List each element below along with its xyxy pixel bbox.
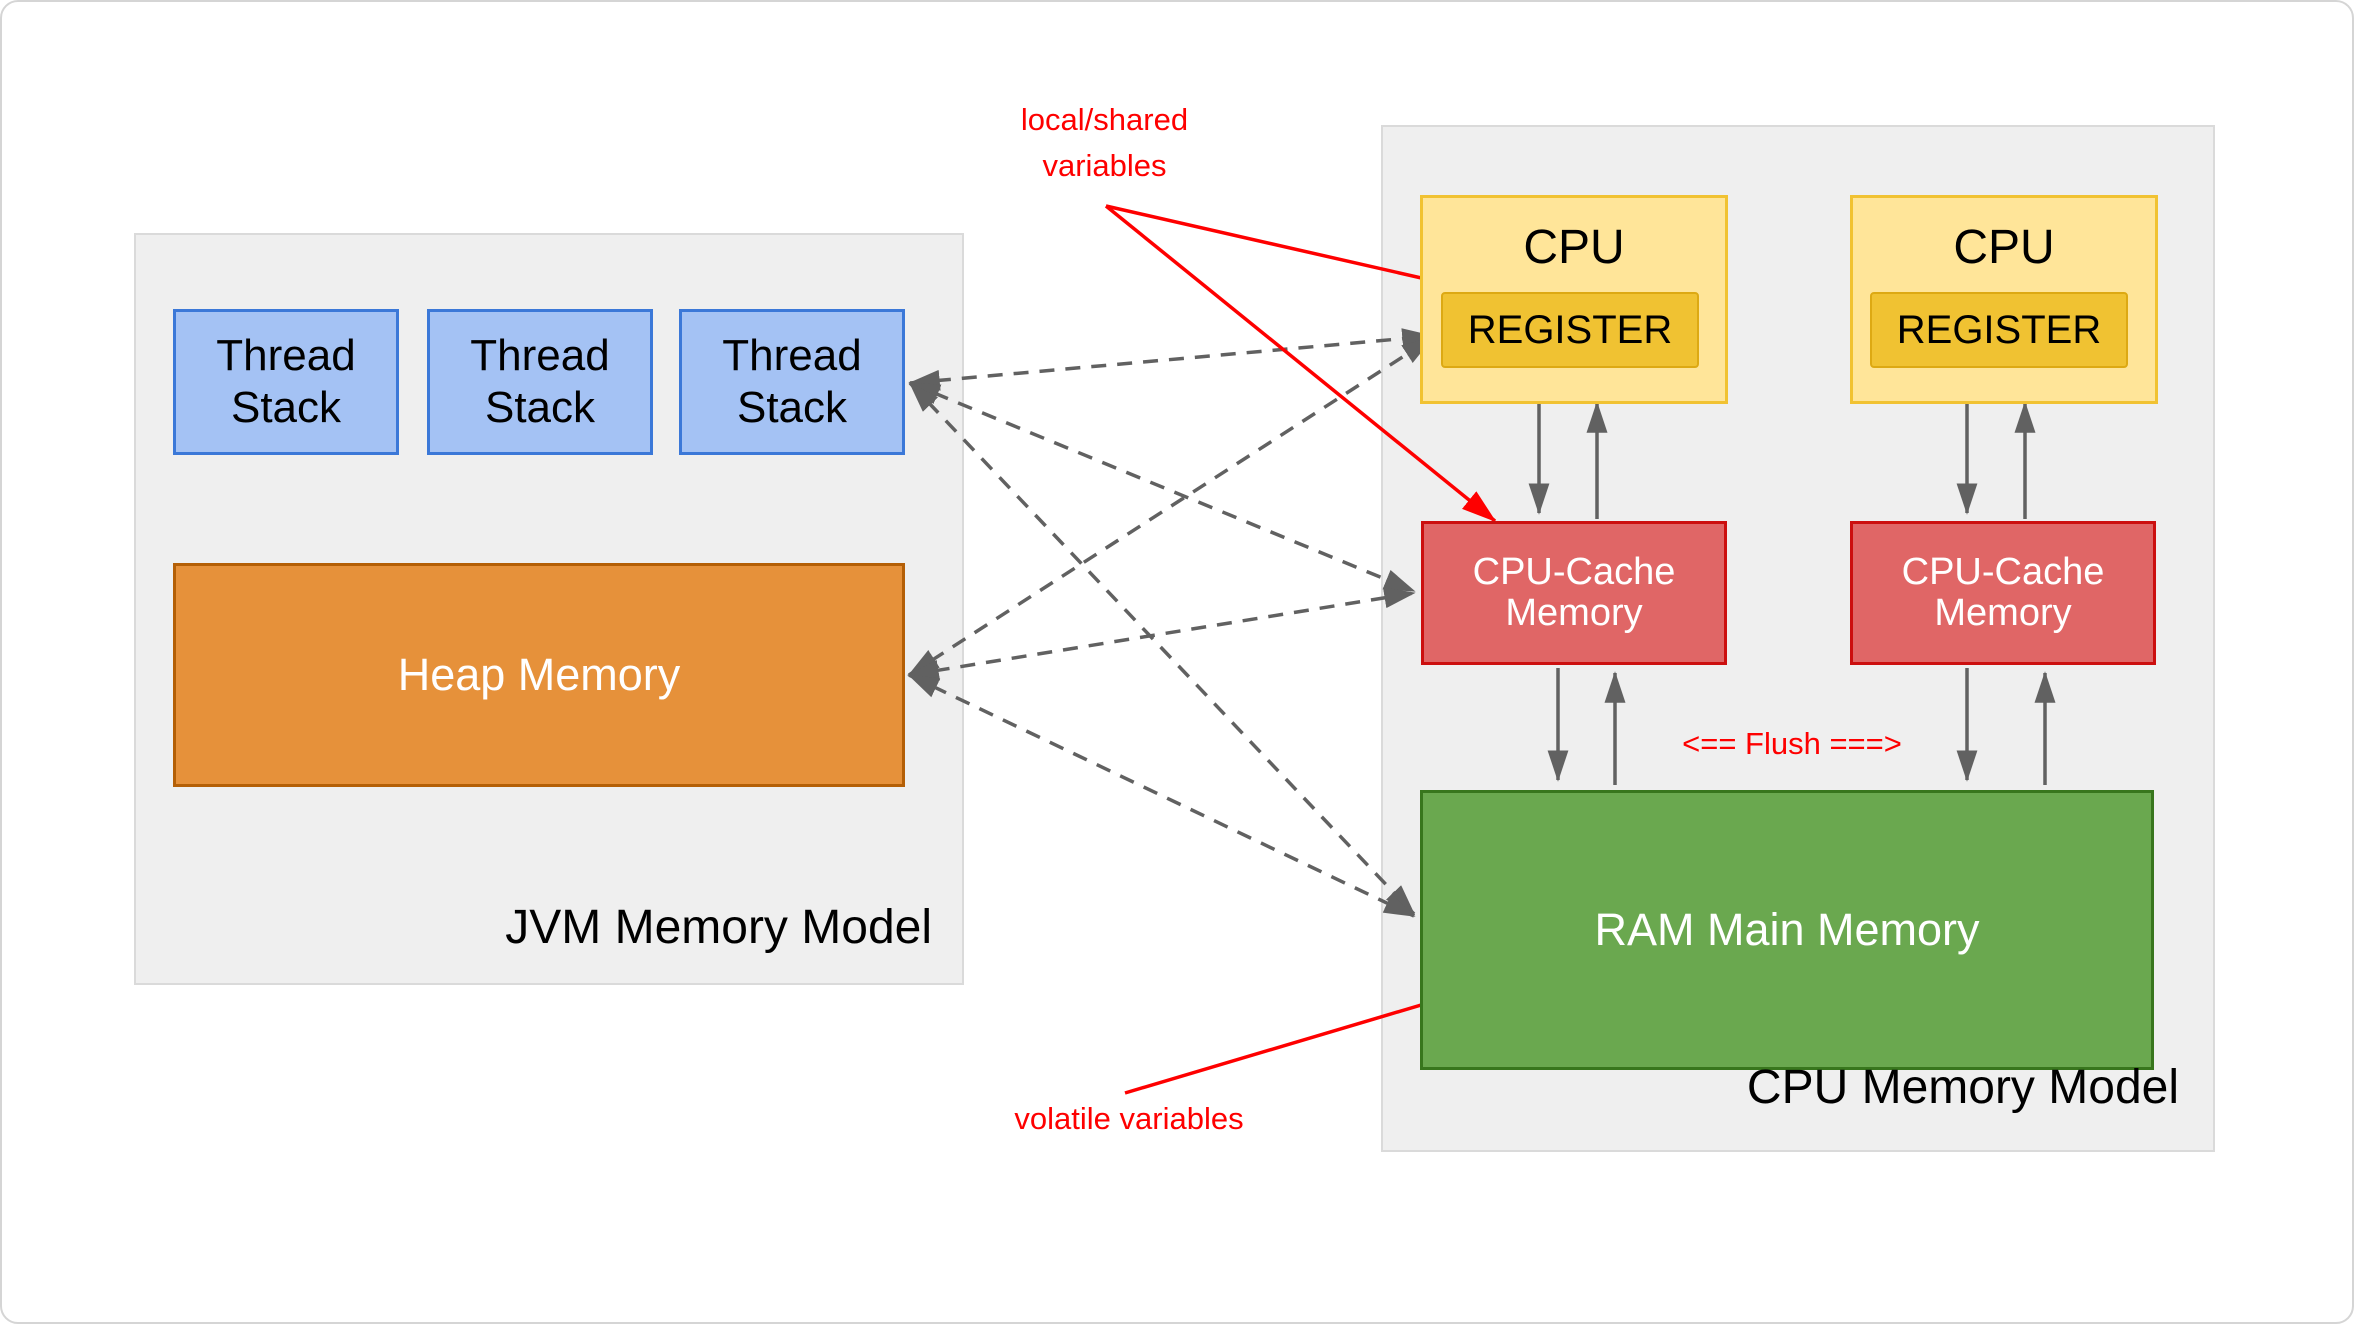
thread-stack-box-2: Thread Stack [427,309,653,455]
ram-main-memory-box: RAM Main Memory [1420,790,2154,1070]
thread-stack-box-1: Thread Stack [173,309,399,455]
cpu-panel-title: CPU Memory Model [1746,1061,2179,1114]
dashed-connector-threadstack-register [908,328,1434,391]
flush-label: <== Flush ===> [1682,726,1902,761]
volatile-variables-label: volatile variables [1014,1101,1244,1136]
thread-stack-box-3: Thread Stack [679,309,905,455]
cpu-cache-box-1: CPU-Cache Memory [1421,521,1727,665]
register-box-1: REGISTER [1441,292,1699,368]
dashed-connector-heap-cache [907,587,1416,681]
local-shared-variables-label: local/shared variables [1020,102,1189,183]
dashed-connector-threadstack-cache [908,381,1416,593]
register-box-2: REGISTER [1870,292,2128,368]
jvm-panel-title: JVM Memory Model [505,901,932,954]
cpu-cache-box-2: CPU-Cache Memory [1850,521,2156,665]
dashed-connector-heap-ram [907,673,1416,918]
dashed-connector-heap-register [907,336,1434,677]
heap-memory-box: Heap Memory [173,563,905,787]
dashed-connector-threadstack-ram [908,381,1416,916]
